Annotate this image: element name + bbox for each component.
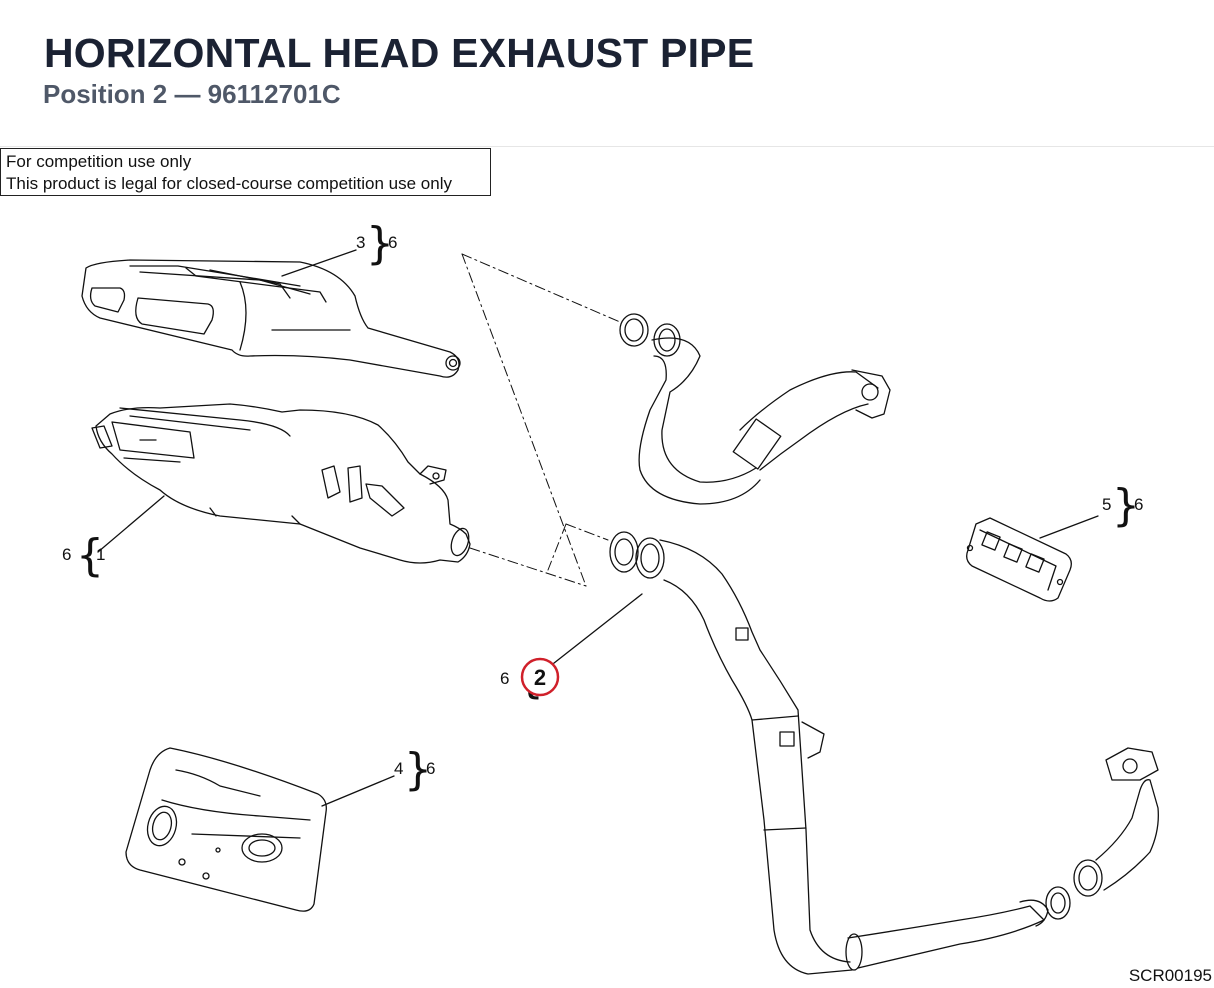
callout-2-label[interactable]: 2 — [534, 665, 546, 690]
callout-5-label: 5 — [1102, 495, 1111, 514]
callout-1-label: 1 — [96, 545, 105, 564]
callout-4-brace: } — [404, 744, 432, 795]
notice-line-1: For competition use only — [6, 152, 192, 171]
notice-line-2: This product is legal for closed-course … — [6, 174, 452, 193]
callout-5-brace: } — [1112, 480, 1140, 531]
callout-2-qty: 6 — [500, 669, 509, 688]
page-subtitle: Position 2 — 96112701C — [43, 79, 341, 109]
silencer[interactable] — [91, 403, 472, 564]
callout-3-qty: 6 — [388, 233, 397, 252]
competition-notice: For competition use only This product is… — [0, 148, 491, 196]
exhaust-pipe-horizontal-head[interactable] — [609, 531, 1045, 975]
exhaust-pipe-lower-right[interactable] — [1019, 747, 1159, 927]
page-title: HORIZONTAL HEAD EXHAUST PIPE — [44, 30, 755, 76]
callout-1-qty: 6 — [62, 545, 71, 564]
callout-1-brace: { — [76, 530, 104, 581]
callout-4-label: 4 — [394, 759, 403, 778]
heat-shield-lower[interactable] — [125, 747, 327, 912]
callout-3-label: 3 — [356, 233, 365, 252]
callout-5-qty: 6 — [1134, 495, 1143, 514]
callout-4-qty: 6 — [426, 759, 435, 778]
mounting-bracket[interactable] — [966, 517, 1072, 602]
callout-2-highlight-ring[interactable] — [520, 657, 560, 697]
page-header: HORIZONTAL HEAD EXHAUST PIPE Position 2 … — [0, 0, 1214, 147]
callout-3-brace: } — [366, 218, 394, 269]
drawing-code: SCR00195 — [1128, 966, 1212, 985]
exhaust-pipe-upper[interactable] — [619, 313, 891, 505]
heat-shield-upper[interactable] — [81, 259, 461, 378]
